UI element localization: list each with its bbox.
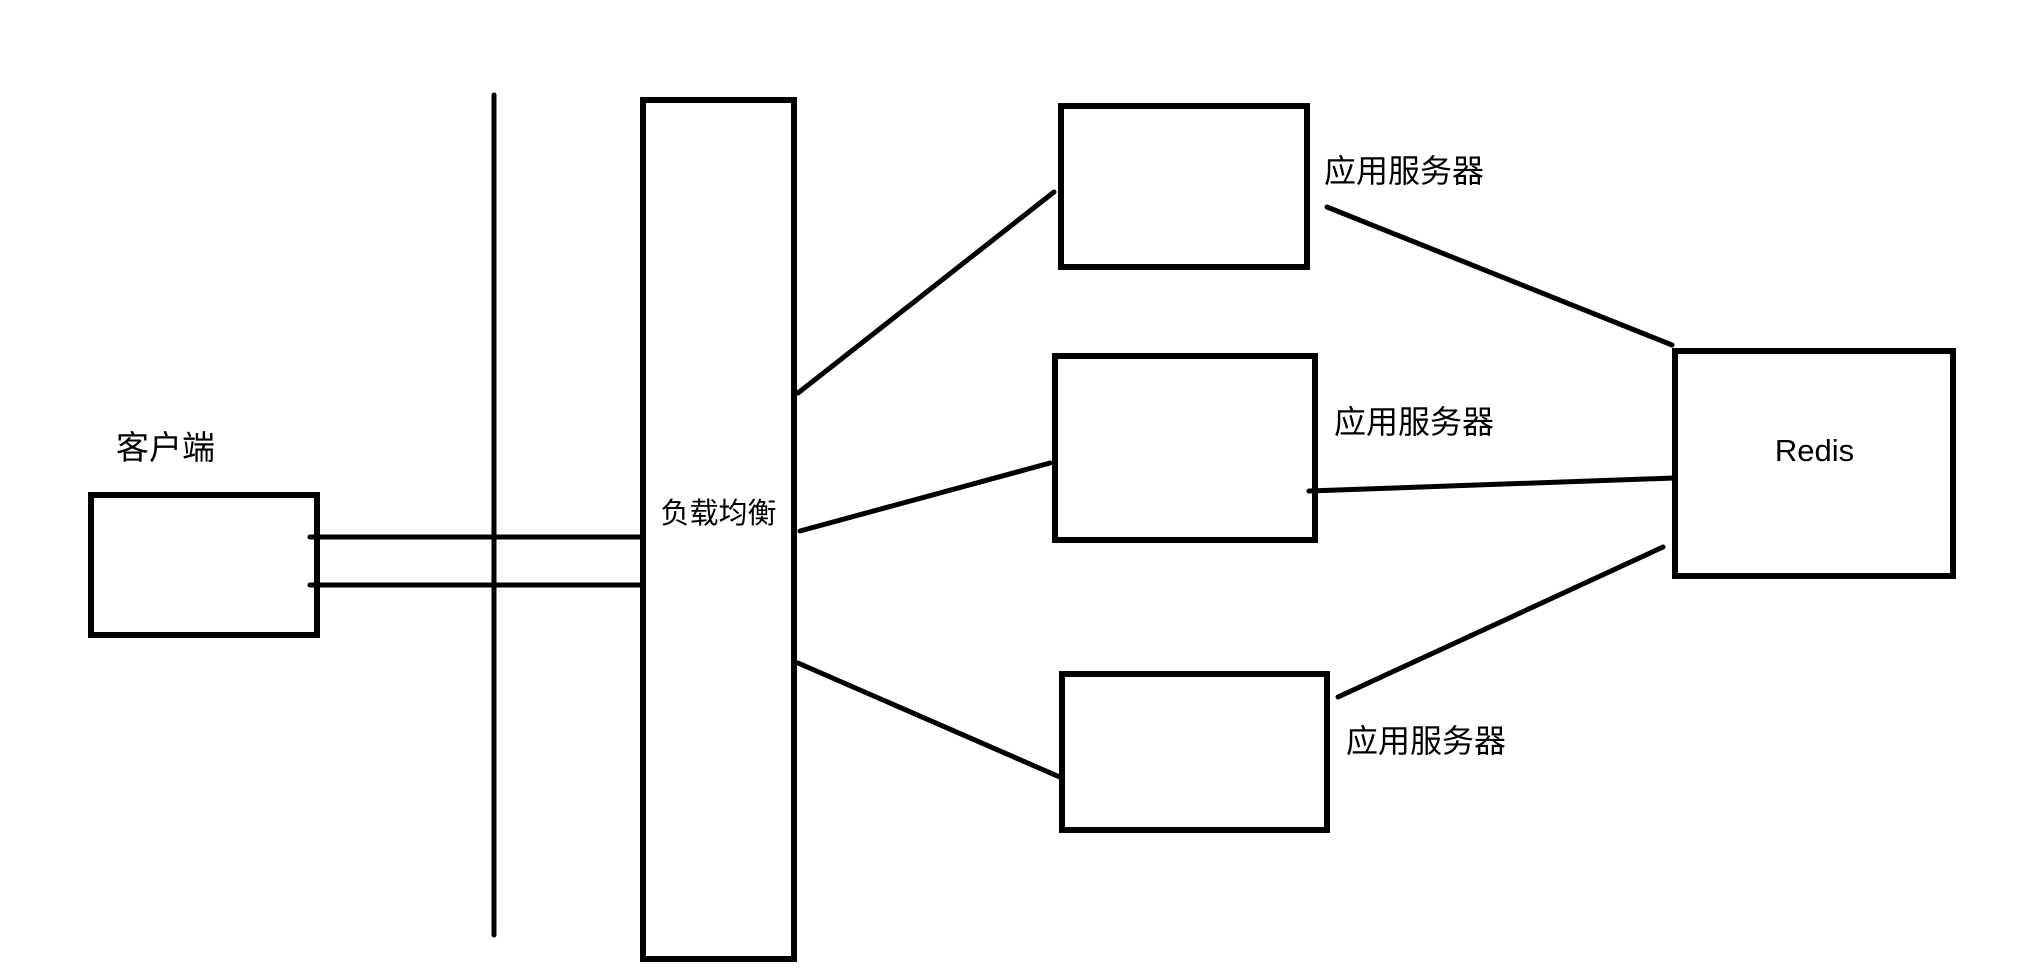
app-server-3-label: 应用服务器 xyxy=(1346,723,1507,759)
client-box xyxy=(88,492,320,638)
app-server-2-label: 应用服务器 xyxy=(1334,404,1495,440)
app-server-1-label: 应用服务器 xyxy=(1324,153,1485,189)
appserver2-redis-link xyxy=(1306,475,1677,494)
redis-box xyxy=(1672,348,1956,579)
appserver3-redis-link xyxy=(1335,544,1666,700)
load-balancer-label: 负载均衡 xyxy=(660,498,777,530)
app-server-3-box xyxy=(1059,671,1330,833)
redis-label: Redis xyxy=(1774,433,1855,468)
appserver1-redis-link xyxy=(1324,204,1675,348)
app-server-1-box xyxy=(1058,103,1310,270)
loadbalancer-appserver2-link xyxy=(797,460,1053,534)
app-server-2-box xyxy=(1052,353,1318,543)
loadbalancer-appserver1-link xyxy=(795,189,1057,396)
client-label: 客户端 xyxy=(116,429,215,466)
loadbalancer-appserver3-link xyxy=(795,660,1065,781)
load-balancer-box xyxy=(640,97,797,962)
